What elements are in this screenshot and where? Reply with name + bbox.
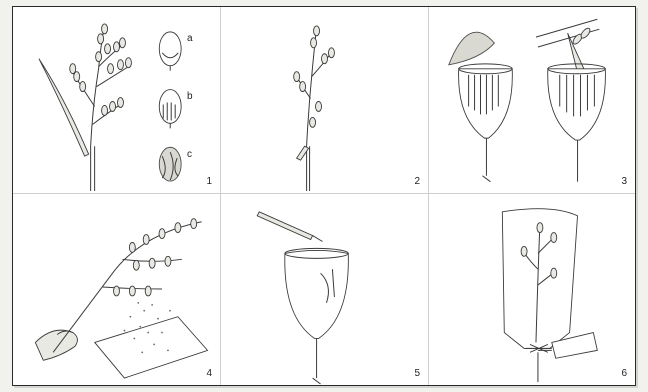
trimmed-panicle-drawing <box>221 7 428 193</box>
panel-5: 5 <box>221 194 429 385</box>
floret-label-a: a <box>187 33 193 44</box>
panel-number-2: 2 <box>414 176 420 187</box>
panel-number-3: 3 <box>621 176 627 187</box>
panel-1: a b c 1 <box>13 7 221 194</box>
floret-label-c: c <box>187 149 192 160</box>
panel-number-4: 4 <box>206 368 212 379</box>
panel-4: 4 <box>13 194 221 385</box>
floret-label-b: b <box>187 91 193 102</box>
panel-number-5: 5 <box>414 368 420 379</box>
brush-pollination-drawing <box>221 194 428 385</box>
panel-number-1: 1 <box>206 176 212 187</box>
figure-frame: a b c 1 <box>12 6 636 386</box>
bagged-panicle-with-tag-drawing <box>429 194 635 385</box>
panel-number-6: 6 <box>621 368 627 379</box>
panel-3: 3 <box>429 7 635 194</box>
illustration-grid: a b c 1 <box>13 7 635 385</box>
panel-2: 2 <box>221 7 429 194</box>
pollen-shedding-panicle-drawing <box>13 194 220 385</box>
panel-6: 6 <box>429 194 635 385</box>
emasculation-cut-florets-drawing <box>429 7 635 193</box>
